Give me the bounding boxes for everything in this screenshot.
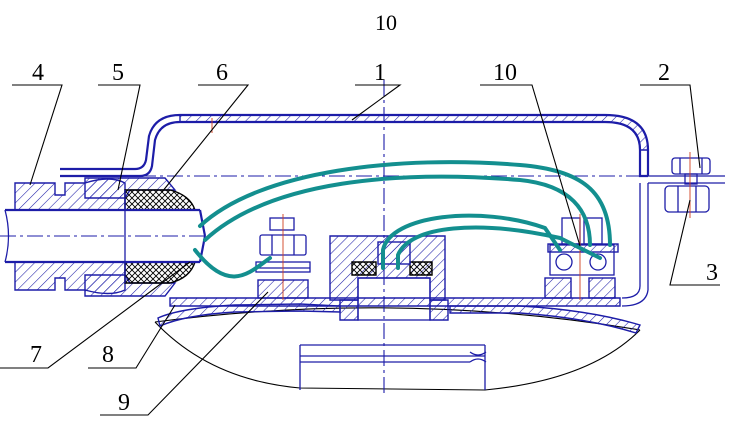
cover-plate <box>157 303 341 327</box>
cable-gland <box>14 177 196 297</box>
callout-2: 2 <box>658 60 670 86</box>
page-number: 10 <box>375 10 397 35</box>
callout-5: 5 <box>112 60 124 86</box>
callout-4: 4 <box>32 60 44 86</box>
callout-7: 7 <box>30 342 42 368</box>
rubber-seal <box>124 189 196 211</box>
housing-cover <box>60 113 725 307</box>
leaders <box>0 84 720 416</box>
callout-8: 8 <box>102 342 114 368</box>
base-plate <box>169 297 621 307</box>
callout-labels: 4 5 6 1 10 2 3 7 8 9 <box>30 60 718 416</box>
cable <box>0 208 207 264</box>
callout-1: 1 <box>374 60 386 86</box>
callout-9: 9 <box>118 390 130 416</box>
ground-terminal <box>255 214 311 300</box>
motor-housing <box>154 307 641 391</box>
cover-plate-right <box>449 305 641 334</box>
wires <box>193 160 612 279</box>
center-bushing <box>329 80 449 395</box>
callout-10: 10 <box>493 60 517 86</box>
screw-nut-assembly <box>664 152 711 218</box>
callout-6: 6 <box>216 60 228 86</box>
callout-3: 3 <box>706 260 718 286</box>
